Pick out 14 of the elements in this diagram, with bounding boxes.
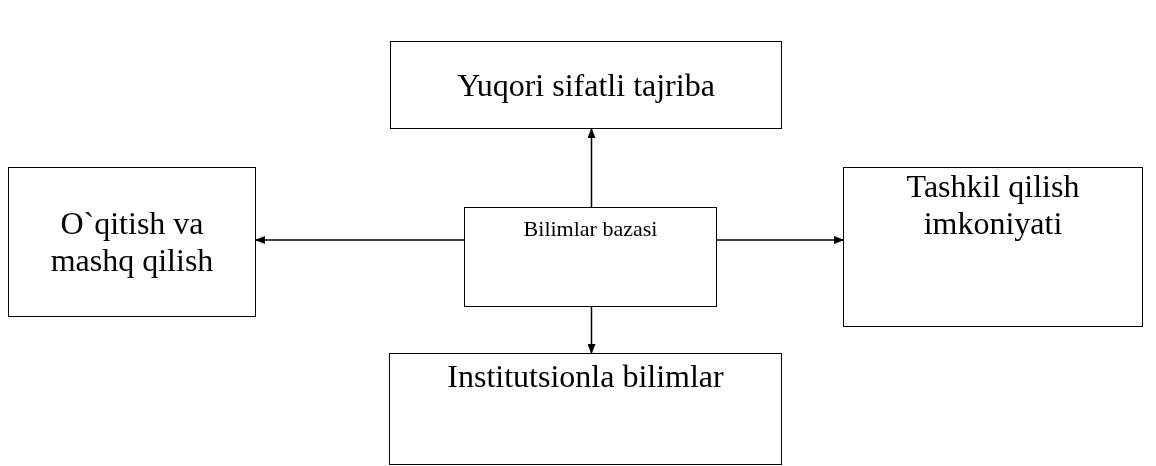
box-label: Institutsionla bilimlar [447, 358, 724, 395]
text-box [390, 41, 782, 129]
arrow [587, 306, 596, 354]
text-box [843, 167, 1143, 327]
text-box [389, 353, 782, 465]
box-label: O`qitish va mashq qilish [49, 205, 215, 279]
arrow [716, 236, 844, 244]
arrow [587, 128, 596, 208]
text-box [464, 207, 717, 307]
box-label: Tashkil qilish imkoniyati [905, 168, 1081, 242]
box-label: Yuqori sifatli tajriba [457, 66, 715, 104]
text-box [8, 167, 256, 317]
arrow [255, 236, 465, 244]
box-label: Bilimlar bazasi [523, 216, 658, 242]
